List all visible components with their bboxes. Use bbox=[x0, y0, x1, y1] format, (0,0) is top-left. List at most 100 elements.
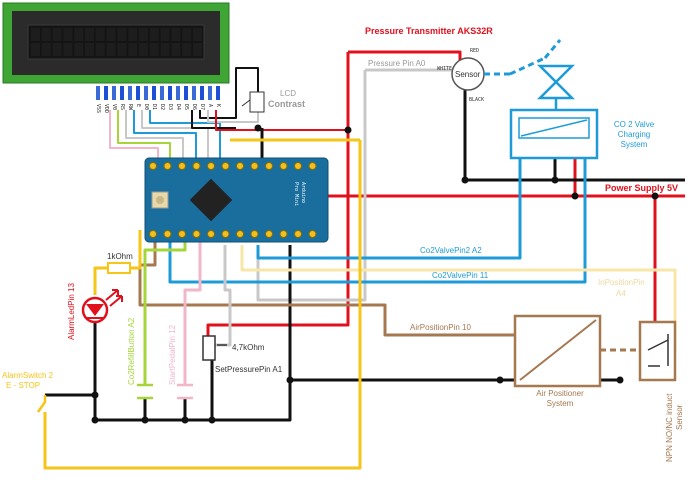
lcd-pin bbox=[168, 86, 172, 100]
arduino-pin-top bbox=[279, 162, 288, 170]
lcd-cell bbox=[139, 28, 148, 41]
valve-label-3: System bbox=[621, 140, 648, 149]
junction-dot bbox=[571, 192, 579, 200]
valve-symbol bbox=[536, 64, 576, 110]
npn-label-2: Sensor bbox=[675, 404, 684, 430]
inposition-label-1: InPositionPin bbox=[598, 278, 645, 287]
lcd-cell bbox=[160, 28, 170, 41]
arduino-chip bbox=[189, 178, 233, 222]
lcd-cell bbox=[182, 28, 192, 41]
lcd-cell bbox=[149, 43, 159, 56]
lcd-cell bbox=[52, 43, 62, 56]
alarmswitch-label-2: E - STOP bbox=[6, 381, 40, 390]
wire-contrast-top bbox=[199, 67, 259, 119]
wire-contrast-wiper bbox=[207, 110, 259, 123]
lcd-pin-label: D4 bbox=[175, 104, 181, 110]
pressure-pin-label: Pressure Pin A0 bbox=[368, 59, 426, 68]
arduino-pin-top bbox=[192, 162, 201, 170]
lcd-cell bbox=[117, 43, 127, 56]
junction-dot bbox=[254, 124, 262, 132]
lcd-pin-label: D2 bbox=[159, 104, 165, 110]
sensor-link-3 bbox=[543, 39, 562, 59]
wire-pressure-pin bbox=[256, 70, 367, 302]
wire-lcd-4 bbox=[133, 110, 197, 162]
lcd-pin bbox=[216, 86, 220, 100]
lcd-pin-label: D0 bbox=[143, 104, 149, 110]
arduino-pin-top bbox=[294, 162, 302, 170]
lcd-cell bbox=[106, 28, 116, 41]
arduino-pin-bottom bbox=[250, 230, 259, 238]
air-positioner-diag bbox=[519, 319, 597, 381]
lcd-cell bbox=[171, 28, 181, 41]
arduino-pins bbox=[149, 162, 317, 238]
alarm-switch-icon bbox=[36, 395, 47, 418]
led-rays bbox=[105, 289, 123, 307]
lcd-cell bbox=[41, 28, 51, 41]
arduino-pin-top bbox=[163, 162, 172, 170]
arduino-pin-top bbox=[250, 162, 259, 170]
npn-sensor bbox=[638, 320, 677, 382]
wire-lcd-1 bbox=[109, 110, 159, 162]
wire-lcd-vdd bbox=[215, 110, 348, 131]
lcd-pin-label: D1 bbox=[151, 104, 157, 110]
junction-dot bbox=[141, 416, 149, 424]
sensor-white-label: WHITE bbox=[437, 66, 452, 72]
led-ray-heads bbox=[112, 289, 123, 302]
junction-dots bbox=[91, 124, 659, 424]
wires bbox=[43, 50, 685, 470]
wire-refill-button bbox=[143, 230, 187, 385]
lcd-cell bbox=[106, 43, 116, 56]
alarm-led bbox=[81, 289, 123, 324]
setpressure-label: SetPressurePin A1 bbox=[215, 365, 283, 374]
valve-bottom bbox=[536, 80, 576, 100]
lcd-pin bbox=[104, 86, 108, 100]
lcd-cell bbox=[63, 28, 73, 41]
arduino-pin-bottom bbox=[294, 230, 302, 238]
sensor-link-2 bbox=[509, 56, 546, 76]
lcd-pin-label: A bbox=[207, 104, 213, 107]
lcd-pin-label: K bbox=[215, 104, 221, 107]
wire-res-to-led bbox=[93, 266, 108, 295]
lcd-pin bbox=[152, 86, 156, 100]
arduino-pin-bottom bbox=[178, 230, 186, 238]
arduino-pin-bottom bbox=[221, 230, 230, 238]
lcd-pin-label: D5 bbox=[183, 104, 189, 110]
lcd-pin bbox=[200, 86, 204, 100]
lcd-cell bbox=[193, 43, 202, 56]
arduino-pin-bottom bbox=[192, 230, 201, 238]
lcd-pin-label: VDD bbox=[103, 104, 109, 113]
arduino-pin-top bbox=[178, 162, 186, 170]
junction-dot bbox=[91, 391, 99, 399]
wire-airposition bbox=[138, 230, 515, 337]
lcd-cells bbox=[31, 28, 202, 56]
arduino-pin-top bbox=[207, 162, 215, 170]
lcd-pin bbox=[176, 86, 180, 100]
air-positioner bbox=[513, 314, 602, 388]
lcd-cell bbox=[182, 43, 192, 56]
arduino-pin-bottom bbox=[265, 230, 273, 238]
lcd-cell bbox=[95, 43, 105, 56]
arduino-name-1: Arduino bbox=[300, 182, 306, 203]
junction-dot bbox=[651, 192, 659, 200]
contrast-potentiometer bbox=[241, 91, 265, 113]
arduino-pin-top bbox=[149, 162, 157, 170]
lcd-pin bbox=[208, 86, 212, 100]
arduino-pin-bottom bbox=[163, 230, 172, 238]
wire-lcd-6 bbox=[149, 110, 221, 162]
wire-gnd-main bbox=[93, 245, 292, 422]
lcd-pin-label: V0 bbox=[111, 104, 117, 110]
pedal-button-icon bbox=[177, 378, 193, 387]
junction-dot bbox=[461, 176, 469, 184]
lcd-cell bbox=[160, 43, 170, 56]
power-supply-label: Power Supply 5V bbox=[605, 183, 678, 193]
lcd-pin-label: VSS bbox=[95, 104, 101, 113]
npn-switch bbox=[647, 334, 669, 367]
wire-lcd-2 bbox=[117, 110, 171, 162]
arduino-board bbox=[144, 157, 329, 243]
co2-valve-box bbox=[509, 108, 599, 160]
lcd-cell bbox=[31, 28, 40, 41]
